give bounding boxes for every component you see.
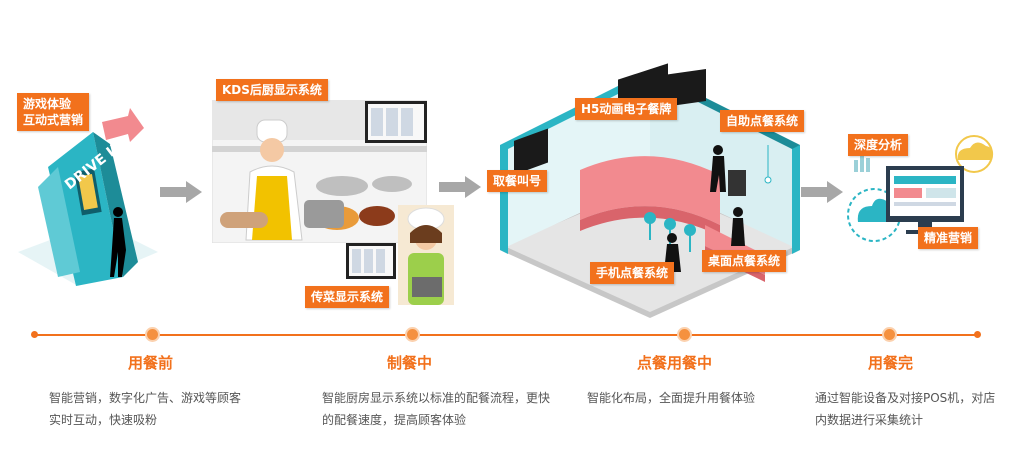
- table-order-tag: 桌面点餐系统: [702, 250, 787, 272]
- waitress-illustration: [398, 205, 454, 305]
- stage-description: 智能厨房显示系统以标准的配餐流程，更快的配餐速度，提高顾客体验: [322, 391, 551, 427]
- timeline-end-dot: [974, 331, 981, 338]
- h5-menu-tag: H5动画电子餐牌: [575, 98, 678, 120]
- take-meal-tag: 取餐叫号: [487, 170, 548, 192]
- precise-marketing-tag: 精准营销: [918, 227, 979, 249]
- flow-arrow-icon: [801, 181, 843, 203]
- stage-description: 通过智能设备及对接POS机，对店内数据进行采集统计: [815, 391, 996, 427]
- serve-display-tag: 传菜显示系统: [305, 286, 390, 308]
- timeline-node: [145, 327, 160, 342]
- mobile-order-tag: 手机点餐系统: [590, 262, 675, 284]
- flow-arrow-icon: [439, 176, 481, 198]
- stage-title: 点餐用餐中: [637, 354, 713, 372]
- kds-tag: KDS后厨显示系统: [216, 79, 328, 101]
- game-marketing-tag: 游戏体验 互动式营销: [17, 93, 90, 131]
- timeline-start-dot: [31, 331, 38, 338]
- stage-description: 智能营销，数字化广告、游戏等顾客实时互动，快速吸粉: [49, 391, 242, 427]
- stage-title: 用餐前: [128, 354, 174, 372]
- kitchen-chef-illustration: [212, 100, 427, 243]
- drive-in-kiosk-illustration: DRIVE IN: [18, 108, 158, 286]
- data-analysis-illustration: [847, 135, 994, 242]
- deep-analysis-tag: 深度分析: [848, 134, 909, 156]
- timeline-node: [677, 327, 692, 342]
- serve-screen-icon: [346, 243, 396, 279]
- self-order-tag: 自助点餐系统: [720, 110, 805, 132]
- timeline-node: [405, 327, 420, 342]
- process-timeline: [31, 327, 981, 342]
- flow-arrow-icon: [160, 181, 202, 203]
- stage-description: 智能化布局，全面提升用餐体验: [587, 391, 756, 405]
- stage-title: 用餐完: [868, 354, 914, 372]
- kds-screen-icon: [365, 101, 427, 143]
- stage-title: 制餐中: [387, 354, 433, 372]
- timeline-node: [882, 327, 897, 342]
